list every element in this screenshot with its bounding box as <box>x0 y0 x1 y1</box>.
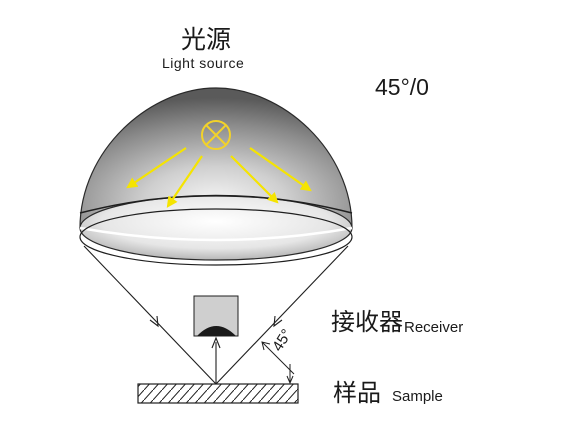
illumination-cone <box>83 245 349 385</box>
light-source-label-cn: 光源 <box>181 25 232 54</box>
ray-far-right <box>249 147 312 192</box>
geometry-label: 45°/0 <box>375 74 429 100</box>
receiver <box>193 295 239 337</box>
ray-left <box>166 155 203 208</box>
receiver-label-cn: 接收器 <box>331 308 403 336</box>
ray-far-left <box>126 147 187 189</box>
light-source-label-en: Light source <box>162 55 245 71</box>
sample-label-en: Sample <box>392 388 443 405</box>
reflection-arrow <box>211 336 221 384</box>
receiver-label-en: Receiver <box>404 319 464 336</box>
angle-indicator <box>261 341 295 385</box>
sample <box>137 383 299 404</box>
light-rays <box>126 147 312 208</box>
lamp-icon <box>201 120 231 150</box>
ray-right <box>230 155 279 204</box>
sample-label-cn: 样品 <box>333 379 381 407</box>
hemisphere-dome <box>79 87 353 266</box>
